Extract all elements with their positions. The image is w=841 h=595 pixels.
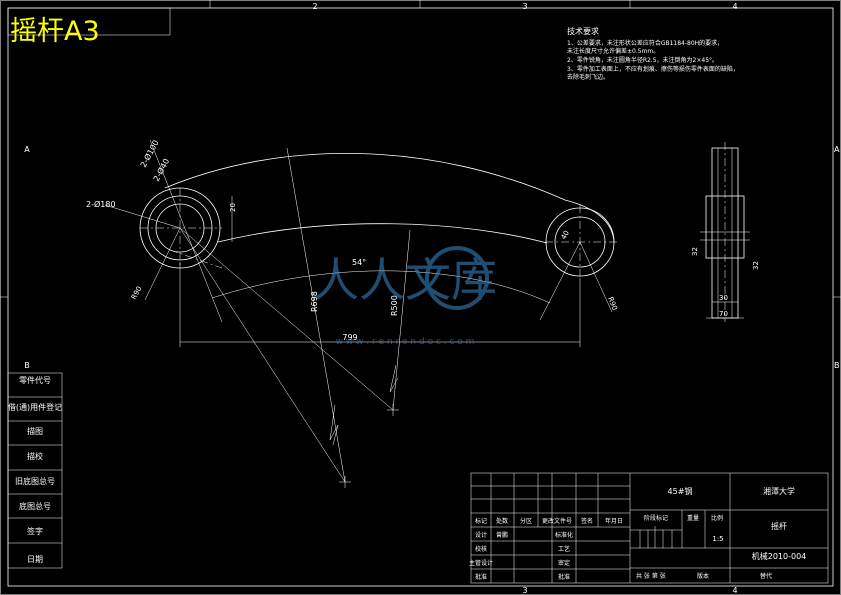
tb-weight: 重量 [687,514,699,522]
dim-d180: 2-Ø180 [86,199,116,209]
tb-school: 湘潭大学 [763,486,795,496]
rocker-arm-main-view [104,139,620,488]
watermark-text: 人人文库 [313,253,497,307]
watermark-circle [425,246,489,310]
arm-inner-edge [217,223,548,244]
tb-replace: 替代 [760,572,772,580]
zone-col-4-bottom: 4 [732,586,737,595]
title-box [7,7,171,36]
tb-header-date: 年月日 [605,517,623,525]
dim-799: 799 [342,333,357,342]
centerline-left [169,249,223,269]
dim-20: 20 [229,203,237,212]
tb-scale: 1:5 [712,535,723,543]
tb-drawing-no: 机械2010-004 [752,551,807,561]
tb-header-signature: 签名 [581,517,593,525]
zone-col-4: 4 [732,2,737,11]
tb-designer: 曾鹏 [496,531,508,539]
dim-32-left: 32 [691,247,699,256]
tb-header-count: 处数 [496,517,508,525]
tech-line-3: 2、零件锐角，未注圆角半径R2.5，未注倒角为2×45°。 [567,56,718,64]
side-label-column: 零件代号 借(通)用件登记 描图 描校 旧底图总号 底图总号 签字 日期 [7,372,63,569]
tech-line-1: 1、公差要求，未注形状公差应符合GB1184-80H的要求， [567,39,723,47]
dim-70: 70 [719,310,728,318]
tech-line-5: 去除毛刺飞边。 [567,73,609,81]
zone-col-2: 2 [312,2,317,11]
side-label-old-base: 旧底图总号 [15,476,55,486]
tb-header-mark: 标记 [475,517,487,525]
zone-row-a: A [24,145,30,154]
tb-header-change-doc: 更改文件号 [542,517,572,525]
dim-30: 30 [719,294,728,302]
dim-r698: R698 [310,291,319,312]
zone-row-b: B [24,361,30,370]
tb-part-name: 摇杆 [771,521,787,531]
side-label-common-reg: 借(通)用件登记 [8,402,62,412]
tb-stage-mark: 阶段标记 [644,514,668,522]
side-view [700,142,750,322]
title-block: 45#钢 湘潭大学 摇杆 机械2010-004 1:5 阶段标记 重量 比例 标… [469,472,829,584]
tb-role-approve-2: 批准 [558,573,570,581]
dim-d100: 2-Ø100 [138,138,161,169]
dim-r90-left: R90 [130,285,144,301]
zone-col-3: 3 [522,2,527,11]
tb-role-process: 工艺 [558,545,570,553]
side-label-base: 底图总号 [19,501,51,511]
side-label-signature: 签字 [27,526,43,536]
tb-role-design: 设计 [475,531,487,539]
tech-requirements: 技术要求 1、公差要求，未注形状公差应符合GB1184-80H的要求， 未注长度… [567,26,739,81]
side-label-trace: 描图 [27,426,43,436]
watermark-url: w w w . r e n r e n d o c . c o m [336,337,475,347]
tb-role-approve: 批准 [475,573,487,581]
dim-angle-54: 54° [352,258,366,267]
side-label-trace-check: 描校 [27,451,43,461]
dim-r500: R500 [390,295,399,316]
drawing-title: 摇杆A3 [10,16,100,47]
r500-arc [211,270,551,304]
tb-role-review: 审定 [558,559,570,567]
tech-line-2: 未注长度尺寸允许偏差±0.5mm。 [567,47,659,55]
zone-row-a-right: A [834,145,840,154]
zone-col-3-bottom: 3 [522,586,527,595]
watermark: 人人文库 w w w . r e n r e n d o c . c o m [313,246,497,347]
side-label-date: 日期 [27,555,43,564]
tb-role-chief: 主管设计 [469,559,493,567]
tb-role-standard: 标准化 [555,531,573,539]
dim-32-right: 32 [752,261,760,270]
tb-role-check: 校核 [475,545,487,553]
tb-version: 版本 [697,572,709,580]
dim-d40-right: 40 [560,229,571,241]
tb-scale-label: 比例 [711,514,723,522]
tb-header-zone: 分区 [520,517,532,525]
tb-sheets: 共 张 第 张 [636,572,666,580]
tb-material: 45#钢 [668,486,693,496]
tech-heading: 技术要求 [567,26,599,36]
dim-d40: 2-Ø40 [151,157,171,183]
side-label-part-code: 零件代号 [19,375,51,385]
zone-row-b-right: B [834,361,840,370]
arm-outer-edge [164,152,615,243]
tech-line-4: 3、零件加工表面上，不应有划痕、擦伤等损伤零件表面的缺陷， [567,65,739,73]
